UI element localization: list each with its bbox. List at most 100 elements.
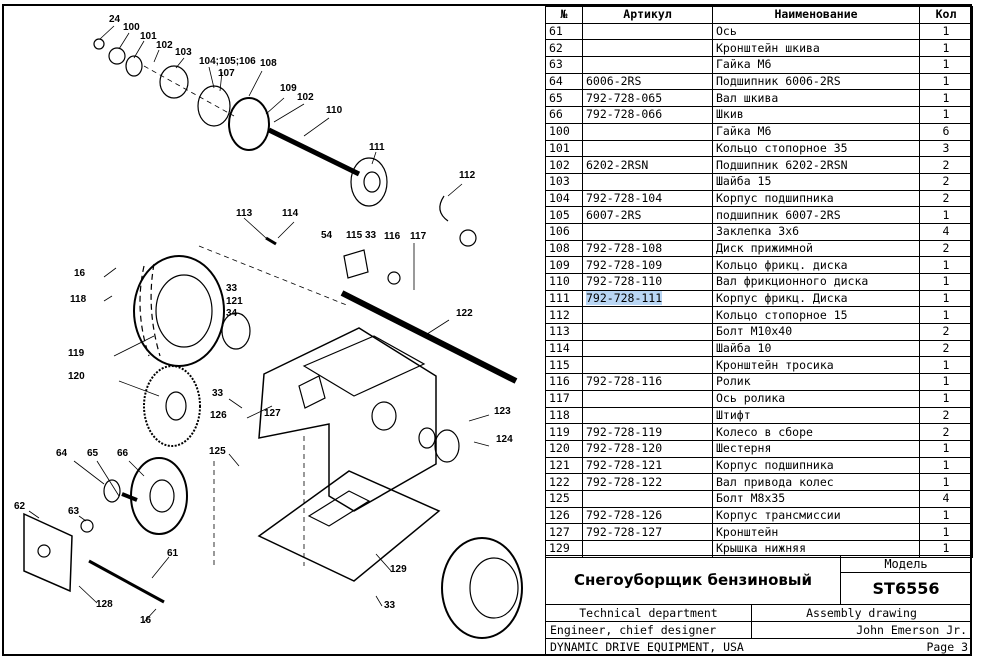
part-housing (159, 65, 189, 99)
callout-107: 107 (218, 68, 235, 79)
callout-102: 102 (156, 40, 173, 51)
cell-name: Корпус подшипника (712, 456, 920, 475)
callout-126: 126 (210, 410, 227, 421)
callout-24: 24 (109, 14, 121, 25)
cell-number: 106 (545, 222, 583, 241)
cell-name: Кронштейн (712, 523, 920, 541)
cell-number: 120 (545, 439, 583, 458)
callout-103: 103 (175, 47, 192, 58)
cell-number: 104 (545, 189, 583, 208)
cell-qty: 1 (919, 106, 973, 124)
cell-article (582, 306, 713, 325)
model-value: ST6556 (841, 573, 972, 605)
part-shaft-110 (267, 127, 361, 177)
cell-qty: 1 (919, 72, 973, 91)
cell-article: 792-728-121 (582, 456, 713, 475)
page-number: Page 3 (926, 640, 968, 654)
callout-102b: 102 (297, 92, 314, 103)
callout-109: 109 (280, 83, 297, 94)
part-disc (197, 85, 231, 127)
cell-article: 792-728-122 (582, 473, 713, 491)
cell-number: 105 (545, 206, 583, 224)
cell-number: 121 (545, 456, 583, 475)
callout-64: 64 (56, 448, 68, 459)
cell-qty: 2 (919, 423, 973, 441)
callout-16: 16 (74, 268, 86, 279)
part-pulley-bracket-62 (23, 512, 73, 593)
cell-qty: 1 (919, 473, 973, 491)
part-bearing (125, 55, 143, 77)
part-axle-61 (88, 559, 165, 604)
callout-108: 108 (260, 58, 277, 69)
cell-article: 792-728-104 (582, 189, 713, 208)
department: Technical department (545, 605, 752, 622)
cell-qty: 1 (919, 373, 973, 391)
cell-article: 792-728-109 (582, 256, 713, 274)
cell-qty: 1 (919, 389, 973, 408)
part-bracket-127 (298, 375, 326, 409)
part-bracket-115 (343, 249, 369, 279)
callout-101: 101 (140, 31, 157, 42)
cell-name: Колесо в сборе (712, 423, 920, 441)
cell-article (582, 39, 713, 58)
part-bolt-113 (265, 236, 277, 246)
cell-number: 118 (545, 406, 583, 425)
cell-name: Подшипник 6006-2RS (712, 72, 920, 91)
cell-qty: 1 (919, 523, 973, 541)
cell-qty: 1 (919, 206, 973, 224)
callout-124: 124 (496, 434, 513, 445)
cell-number: 101 (545, 139, 583, 158)
cell-qty: 1 (919, 89, 973, 108)
callout-65: 65 (87, 448, 99, 459)
cell-name: Подшипник 6202-2RSN (712, 156, 920, 174)
cell-number: 64 (545, 72, 583, 91)
callout-111: 111 (369, 142, 385, 153)
cell-qty: 2 (919, 239, 973, 258)
cell-article (582, 56, 713, 74)
cell-qty: 3 (919, 139, 973, 158)
cell-name: Кронштейн шкива (712, 39, 920, 58)
engineer-role: Engineer, chief designer (545, 622, 752, 639)
cell-article: 792-728-127 (582, 523, 713, 541)
title-row-engineer: Engineer, chief designer John Emerson Jr… (545, 622, 972, 639)
callout-114: 114 (282, 208, 299, 219)
cell-qty: 2 (919, 323, 973, 341)
cell-article (582, 489, 713, 508)
cell-qty: 1 (919, 356, 973, 375)
part-bottom-cover-129 (257, 470, 441, 582)
cell-number: 114 (545, 339, 583, 358)
cell-article: 6202-2RSN (582, 156, 713, 174)
cell-name: Ось ролика (712, 389, 920, 408)
cell-article (582, 122, 713, 141)
callout-123: 123 (494, 406, 511, 417)
cell-article: 792-728-110 (582, 273, 713, 291)
cell-qty: 1 (919, 540, 973, 558)
selected-text[interactable]: 792-728-111 (586, 291, 663, 306)
callout-112: 112 (459, 170, 476, 181)
cell-number: 62 (545, 39, 583, 58)
callout-33b: 33 (226, 283, 238, 294)
part-retaining-ring (439, 195, 449, 222)
callout-16b: 16 (140, 615, 152, 626)
callout-117: 117 (410, 231, 427, 242)
cell-qty: 1 (919, 306, 973, 325)
cell-name: подшипник 6007-2RS (712, 206, 920, 224)
cell-article: 792-728-120 (582, 439, 713, 458)
